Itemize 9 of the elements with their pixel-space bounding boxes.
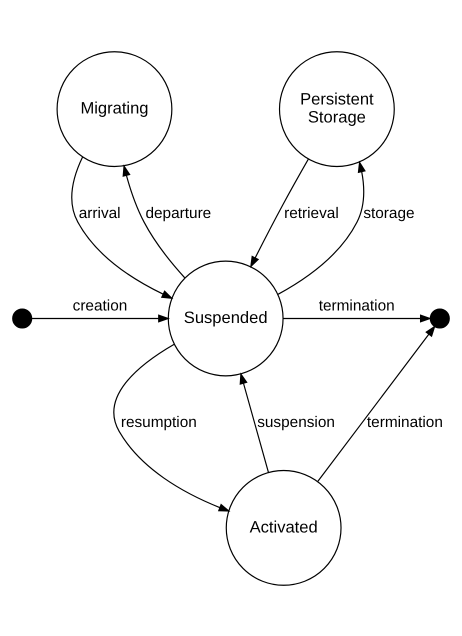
edge-label: resumption bbox=[120, 414, 197, 431]
edge-label: arrival bbox=[78, 204, 121, 222]
edge-label: retrieval bbox=[284, 204, 339, 222]
edge-label: suspension bbox=[257, 414, 335, 431]
edge-label: storage bbox=[363, 204, 415, 222]
edge-label: termination bbox=[366, 414, 443, 431]
edge-label: creation bbox=[72, 297, 128, 314]
edge-label: termination bbox=[318, 297, 395, 314]
edge-label: departure bbox=[145, 204, 212, 222]
